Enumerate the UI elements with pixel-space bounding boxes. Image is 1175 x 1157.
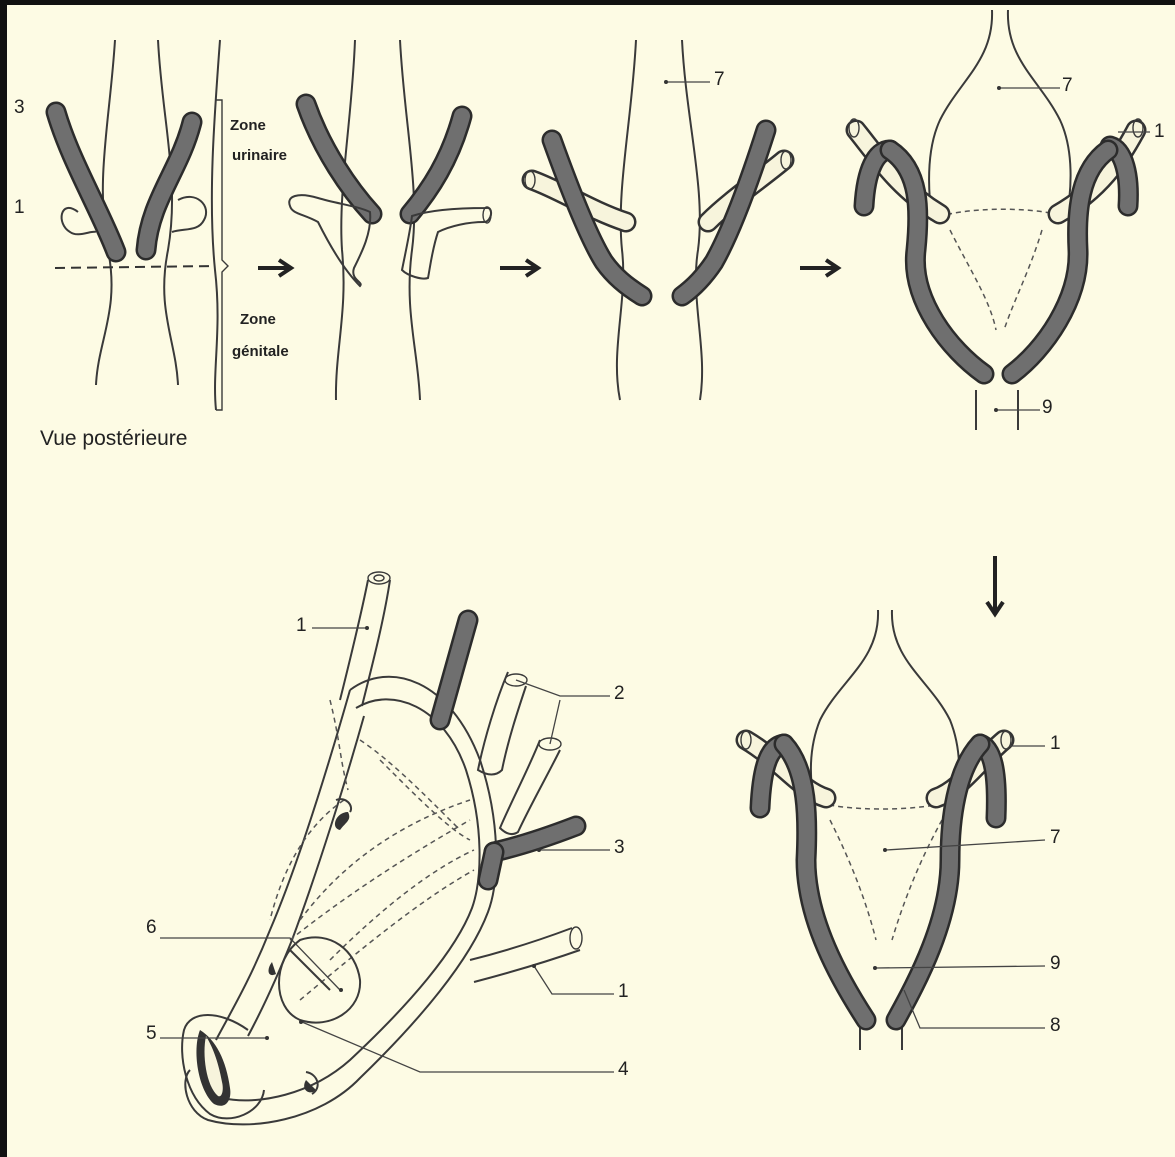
arrow-down <box>987 556 1003 614</box>
label-b-6: 6 <box>146 918 157 937</box>
zone-urinary-line2: urinaire <box>232 148 287 163</box>
label-p3-7: 7 <box>714 70 725 89</box>
label-r-1: 1 <box>1050 734 1061 753</box>
label-b-2: 2 <box>614 684 625 703</box>
zone-urinary-line1: Zone <box>230 118 266 133</box>
label-b-3: 3 <box>614 838 625 857</box>
panel-2 <box>289 40 491 400</box>
label-b-1-bottom: 1 <box>618 982 629 1001</box>
label-p1-3: 3 <box>14 98 25 117</box>
panel-bottom-left <box>160 572 614 1124</box>
panel-1-posterior-view <box>55 40 228 410</box>
label-b-1-top: 1 <box>296 616 307 635</box>
panel-bottom-right <box>741 610 1045 1050</box>
label-b-4: 4 <box>618 1060 629 1079</box>
panel-4 <box>849 10 1150 430</box>
caption-posterior-view: Vue postérieure <box>40 428 187 449</box>
label-r-9: 9 <box>1050 954 1061 973</box>
zone-genital-line2: génitale <box>232 344 289 359</box>
label-p4-9: 9 <box>1042 398 1053 417</box>
arrow-3 <box>800 260 838 276</box>
label-p1-1: 1 <box>14 198 25 217</box>
label-r-8: 8 <box>1050 1016 1061 1035</box>
label-p4-1: 1 <box>1154 122 1165 141</box>
panel-3 <box>525 40 791 400</box>
arrow-2 <box>500 260 538 276</box>
zone-genital-line1: Zone <box>240 312 276 327</box>
label-r-7: 7 <box>1050 828 1061 847</box>
arrow-1 <box>258 260 291 276</box>
label-p4-7: 7 <box>1062 76 1073 95</box>
label-b-5: 5 <box>146 1024 157 1043</box>
